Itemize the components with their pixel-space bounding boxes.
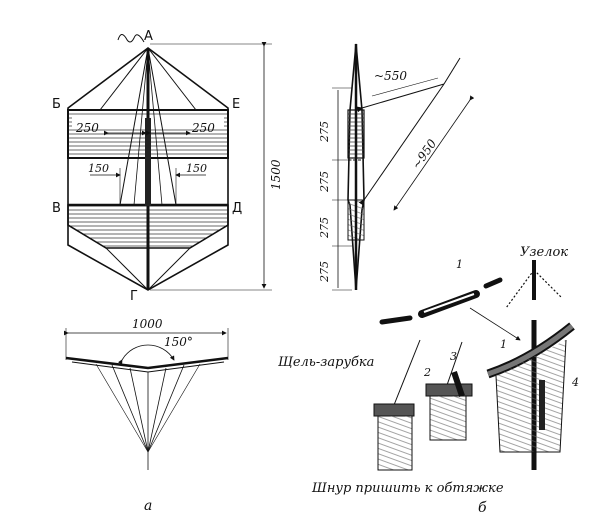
- kite-front-view: [64, 328, 229, 470]
- dim-275-2: 275: [318, 171, 331, 193]
- dim-height: 1500: [269, 159, 283, 190]
- dim-angle: 150°: [164, 335, 193, 349]
- vertex-D: Д: [232, 201, 242, 216]
- num-4: 4: [571, 376, 579, 389]
- vertex-B: Б: [52, 97, 61, 112]
- label-notch: Щель-зарубка: [278, 355, 374, 370]
- label-cord-note: Шнур пришить к обтяжке: [311, 481, 504, 496]
- kite-side-view: [332, 43, 475, 291]
- dim-top-left: 250: [75, 121, 99, 135]
- num-1b: 1: [500, 338, 507, 351]
- vertex-E: Е: [232, 97, 240, 112]
- dim-span: 1000: [132, 317, 163, 331]
- dim-275-4: 275: [318, 261, 331, 283]
- vertex-A: А: [144, 29, 153, 44]
- dim-275-3: 275: [318, 217, 331, 239]
- vertex-V: В: [52, 201, 61, 216]
- dim-top-right: 250: [191, 121, 215, 135]
- dim-550: ~550: [374, 69, 407, 83]
- vertex-G: Г: [130, 289, 138, 304]
- num-2: 2: [423, 366, 431, 379]
- dim-275-1: 275: [318, 121, 331, 143]
- dim-inner-right: 150: [186, 162, 207, 175]
- dim-inner-left: 150: [88, 162, 109, 175]
- num-1a: 1: [456, 258, 463, 271]
- kite-plan-view: [67, 34, 272, 291]
- num-3: 3: [450, 350, 457, 363]
- caption-a: а: [144, 498, 152, 514]
- detail-assembly: [373, 260, 575, 471]
- label-knot: Узелок: [520, 245, 568, 260]
- caption-b: б: [478, 500, 487, 516]
